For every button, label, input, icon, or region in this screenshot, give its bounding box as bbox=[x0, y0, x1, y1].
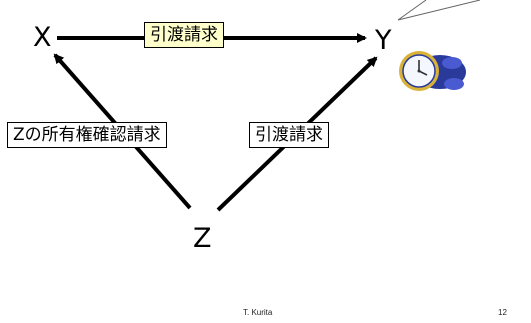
edge-label-z-to-x: Zの所有権確認請求 bbox=[7, 122, 167, 148]
node-x: X bbox=[33, 22, 52, 53]
footer-page-number: 12 bbox=[498, 308, 507, 317]
speech-bubble-edge bbox=[397, 0, 481, 21]
footer-author: T. Kurita bbox=[243, 308, 273, 317]
watch-icon bbox=[399, 51, 466, 91]
edge-label-z-to-y: 引渡請求 bbox=[249, 122, 329, 148]
node-z: Z bbox=[193, 223, 212, 254]
node-y: Y bbox=[375, 25, 392, 56]
edge-label-x-to-y: 引渡請求 bbox=[144, 22, 224, 48]
